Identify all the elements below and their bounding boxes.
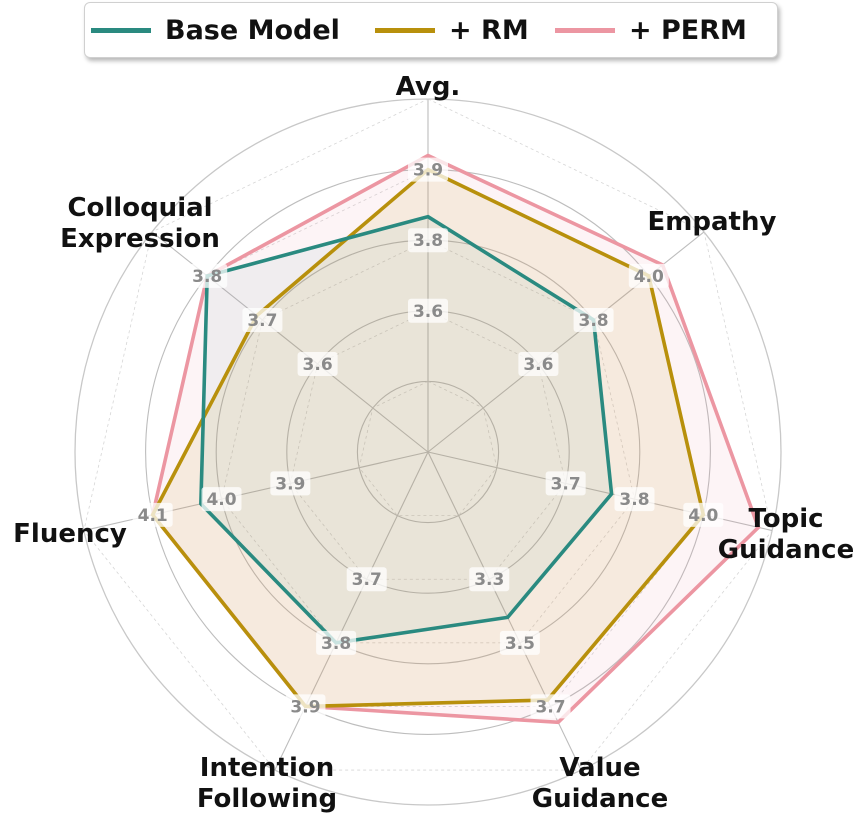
- tick-label: 3.7: [346, 567, 387, 592]
- tick-label: 3.9: [270, 471, 311, 496]
- legend-label-perm: + PERM: [629, 14, 747, 46]
- tick-label-text: 3.6: [413, 302, 443, 322]
- tick-label-text: 4.1: [138, 506, 168, 526]
- tick-label-text: 3.7: [551, 474, 581, 494]
- tick-label-bg: [316, 630, 357, 655]
- tick-label-text: 3.7: [352, 570, 382, 590]
- series-line-base-model: [199, 214, 614, 645]
- legend-item-base-model: Base Model: [91, 3, 340, 57]
- series-fill-base-model: [200, 216, 612, 643]
- tick-label: 4.0: [628, 263, 669, 288]
- tick-label-bg: [518, 351, 559, 376]
- legend-label-base-model: Base Model: [165, 14, 340, 46]
- tick-label: 3.6: [518, 351, 559, 376]
- series-polygons: [150, 153, 761, 725]
- tick-label-bg: [614, 487, 655, 512]
- tick-label-bg: [408, 157, 448, 182]
- legend-item-perm: + PERM: [555, 3, 747, 57]
- legend-swatch-perm: [555, 27, 615, 33]
- tick-label: 3.8: [187, 263, 228, 288]
- tick-label-text: 3.8: [321, 634, 351, 654]
- tick-label-bg: [469, 567, 510, 592]
- tick-label-bg: [285, 694, 326, 719]
- tick-label-text: 3.9: [413, 161, 443, 181]
- tick-label: 3.8: [614, 487, 655, 512]
- tick-label-bg: [297, 351, 338, 376]
- tick-label-text: 3.3: [474, 570, 504, 590]
- tick-label-text: 3.8: [579, 311, 609, 331]
- tick-label-text: 4.0: [634, 267, 664, 287]
- tick-label: 3.8: [573, 307, 614, 332]
- tick-label: 4.1: [132, 502, 173, 527]
- tick-label-text: 3.8: [619, 490, 649, 510]
- series-fill-perm: [152, 155, 759, 723]
- legend: Base Model + RM + PERM: [84, 2, 778, 58]
- tick-label-text: 3.8: [413, 231, 443, 251]
- tick-labels: 3.6 3.8 3.9 3.6 3.8 4.0 3.7 3.8 4.0 3.3 3.5 3.7 3.7 3…: [132, 157, 724, 719]
- tick-label: 4.0: [201, 487, 242, 512]
- tick-label-text: 3.7: [247, 311, 277, 331]
- axis-label-avg: Avg.: [396, 72, 461, 102]
- tick-label-bg: [187, 263, 228, 288]
- legend-item-rm: + RM: [375, 3, 529, 57]
- tick-label-bg: [242, 307, 283, 332]
- tick-label-bg: [573, 307, 614, 332]
- tick-label-bg: [499, 630, 540, 655]
- axis-label-fluency: Fluency: [13, 519, 127, 549]
- tick-label-text: 3.9: [275, 474, 305, 494]
- tick-label-text: 4.0: [206, 490, 236, 510]
- tick-label: 3.6: [297, 351, 338, 376]
- legend-swatch-rm: [375, 27, 435, 33]
- tick-label: 4.0: [683, 502, 724, 527]
- tick-label: 3.8: [316, 630, 357, 655]
- tick-label-text: 3.6: [523, 355, 553, 375]
- series-line-rm: [150, 167, 706, 709]
- axis-label-empathy: Empathy: [648, 207, 777, 237]
- tick-label: 3.7: [530, 694, 571, 719]
- tick-label-bg: [201, 487, 242, 512]
- tick-label-text: 3.7: [535, 697, 565, 717]
- tick-label: 3.3: [469, 567, 510, 592]
- tick-label-bg: [545, 471, 586, 496]
- tick-label-bg: [683, 502, 724, 527]
- tick-label-text: 3.8: [192, 267, 222, 287]
- tick-label-bg: [270, 471, 311, 496]
- grid-web: [221, 239, 635, 644]
- tick-label: 3.7: [242, 307, 283, 332]
- tick-label-text: 3.9: [290, 697, 320, 717]
- tick-label-text: 4.0: [688, 506, 718, 526]
- tick-label-bg: [346, 567, 387, 592]
- tick-label-bg: [132, 502, 173, 527]
- tick-label-bg: [530, 694, 571, 719]
- tick-label-bg: [408, 228, 448, 253]
- tick-label-bg: [628, 263, 669, 288]
- tick-label-text: 3.5: [505, 634, 535, 654]
- tick-label: 3.9: [285, 694, 326, 719]
- grid-web: [289, 310, 567, 580]
- tick-label: 3.8: [408, 228, 448, 253]
- tick-label: 3.9: [408, 157, 448, 182]
- tick-label: 3.7: [545, 471, 586, 496]
- tick-label: 3.6: [408, 298, 448, 323]
- legend-label-rm: + RM: [449, 14, 529, 46]
- tick-label-bg: [408, 298, 448, 323]
- tick-label-text: 3.6: [303, 355, 333, 375]
- tick-label: 3.5: [499, 630, 540, 655]
- series-line-perm: [150, 153, 761, 725]
- legend-swatch-base-model: [91, 27, 151, 33]
